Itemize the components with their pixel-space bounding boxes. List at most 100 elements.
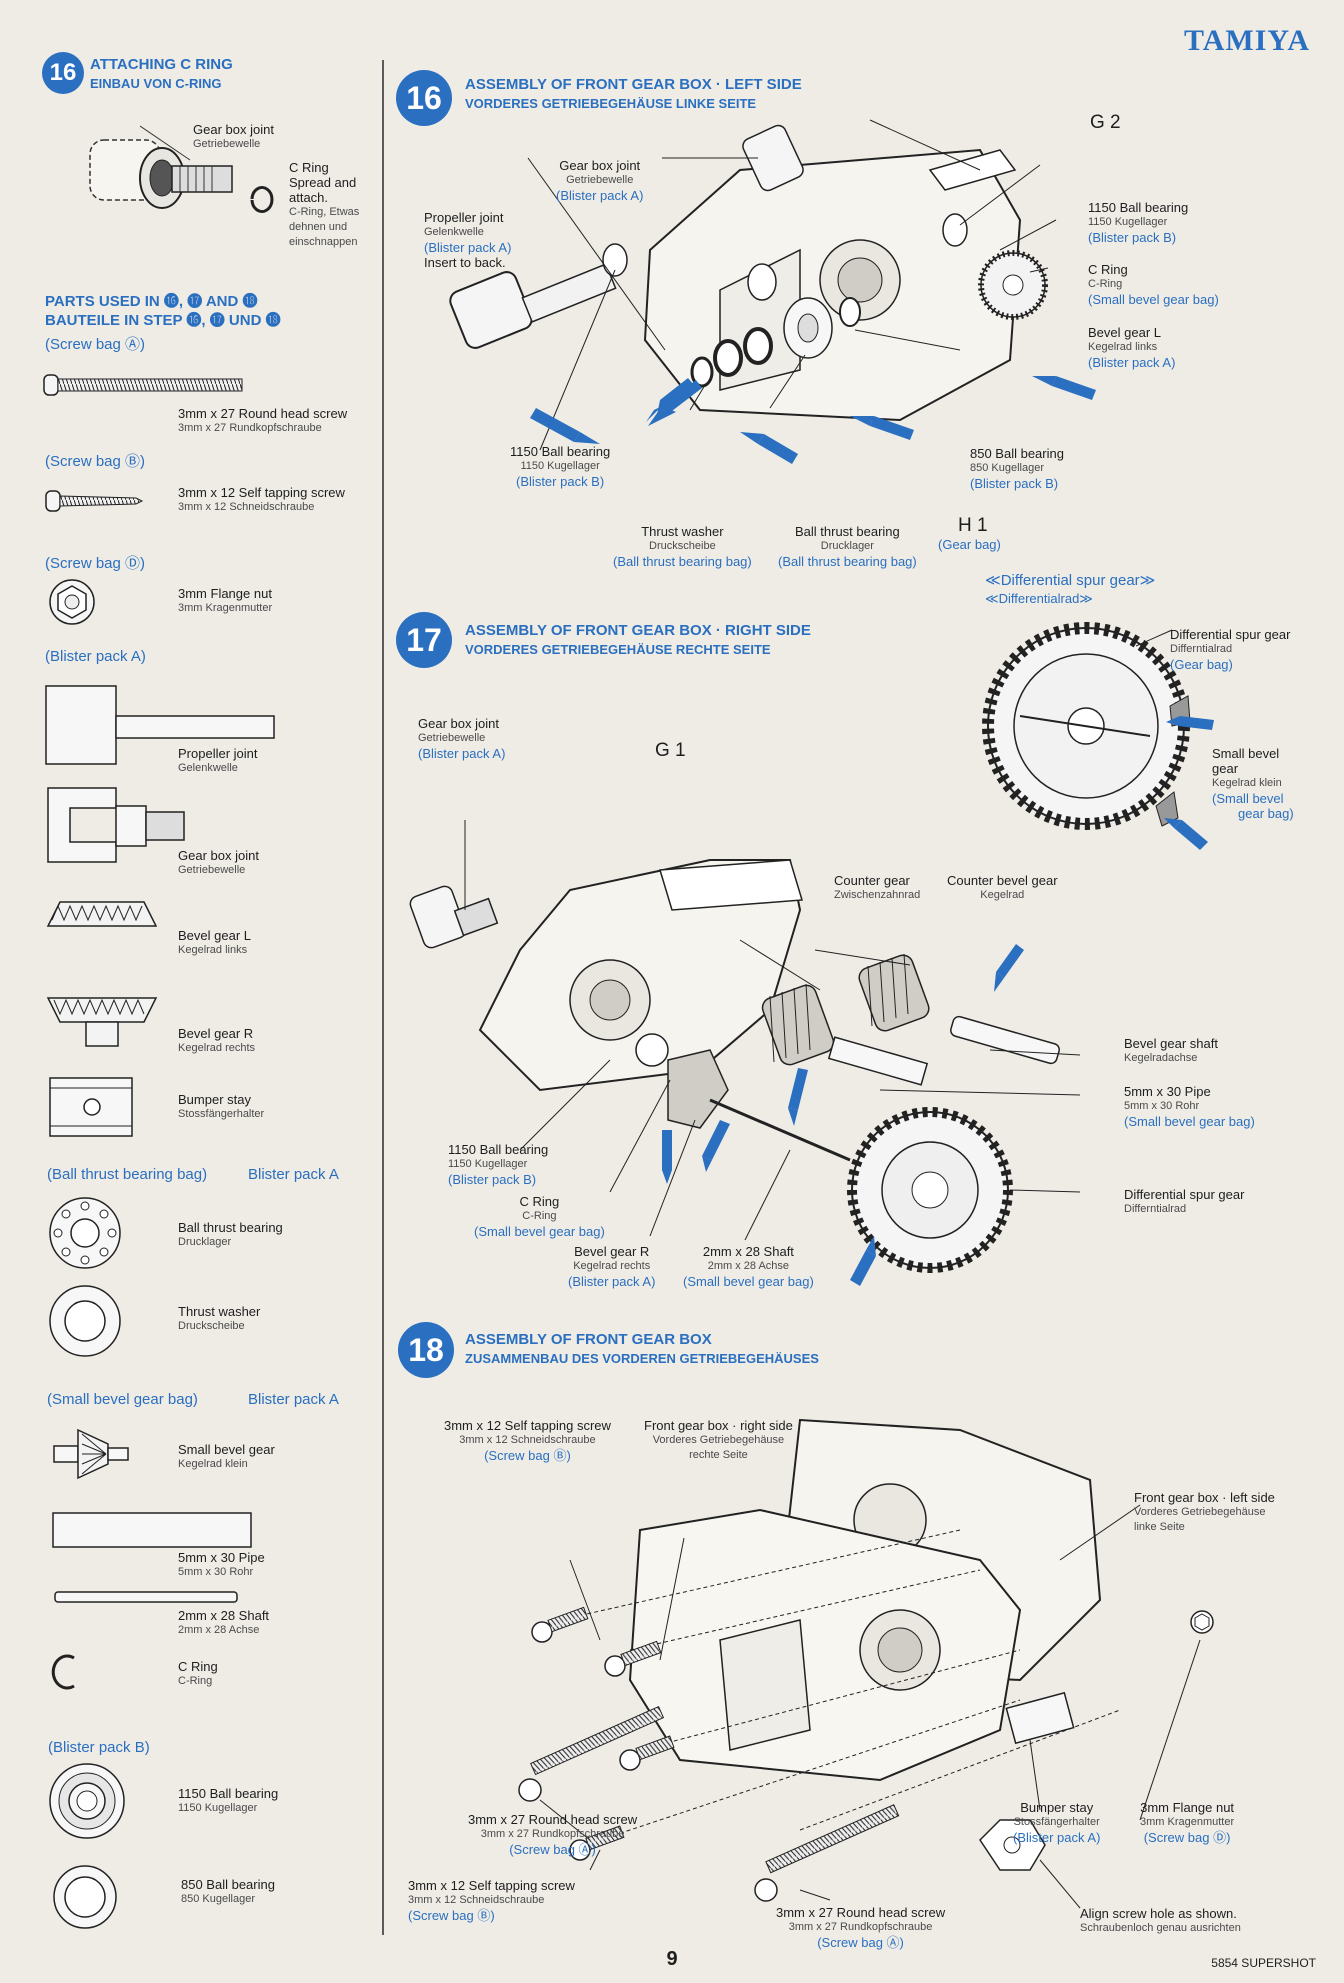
part-0-en: 3mm x 27 Round head screw xyxy=(178,406,348,421)
part-1-de: 3mm x 12 Schneidschraube xyxy=(178,501,315,513)
step-16-illustration xyxy=(449,119,1096,464)
s16-tw-bag: (Ball thrust bearing bag) xyxy=(613,554,752,569)
step-17-title: ASSEMBLY OF FRONT GEAR BOX · RIGHT SIDE … xyxy=(465,621,811,659)
bag-screw-a: (Screw bag Ⓐ) xyxy=(45,336,146,353)
s16-btb-label: Ball thrust bearing Drucklager (Ball thr… xyxy=(778,524,917,569)
s16-bevel-l-en: Bevel gear L xyxy=(1088,325,1161,340)
s17-dsg-de: Differntialrad xyxy=(1124,1203,1187,1215)
s16-tw-de: Druckscheibe xyxy=(649,540,716,552)
s17-bevel-r-de: Kegelrad rechts xyxy=(573,1260,651,1272)
s16-tw-en: Thrust washer xyxy=(641,524,724,539)
part-4-en: Gear box joint xyxy=(178,848,259,863)
s17-counter-bevel-label: Counter bevel gear Kegelrad xyxy=(947,873,1058,903)
shaft-icon xyxy=(54,1591,238,1603)
s17-cring-de: C-Ring xyxy=(522,1210,557,1222)
s16-pj-en: Propeller joint xyxy=(424,210,504,225)
step-18-title-de: ZUSAMMENBAU DES VORDEREN GETRIEBEGEHÄUSE… xyxy=(465,1351,819,1366)
part-0-de: 3mm x 27 Rundkopfschraube xyxy=(178,422,322,434)
s16-btb-en: Ball thrust bearing xyxy=(794,524,900,539)
c-ring-note-de1: C-Ring, Etwas xyxy=(289,206,360,218)
s18-sts2-label: 3mm x 12 Self tapping screw 3mm x 12 Sch… xyxy=(408,1878,575,1923)
s16-bevel-l-bag: (Blister pack A) xyxy=(1088,355,1176,370)
h1-bag: (Gear bag) xyxy=(938,537,1001,552)
g2-label: G 2 xyxy=(1090,112,1121,133)
step-16-title-en: ASSEMBLY OF FRONT GEAR BOX · LEFT SIDE xyxy=(465,76,802,93)
screw-icons xyxy=(518,1606,900,1902)
part-14-en: 1150 Ball bearing xyxy=(178,1786,279,1801)
s17-bevel-r-label: Bevel gear R Kegelrad rechts (Blister pa… xyxy=(568,1244,655,1289)
s18-rhs2-en: 3mm x 27 Round head screw xyxy=(776,1905,946,1920)
bag-ball-thrust: (Ball thrust bearing bag) xyxy=(47,1166,208,1183)
s18-align-label: Align screw hole as shown. Schraubenloch… xyxy=(1080,1906,1241,1936)
brand-logo: TAMIYA xyxy=(1183,24,1310,57)
part-10-de: Kegelrad klein xyxy=(178,1458,248,1470)
s17-counter-de: Zwischenzahnrad xyxy=(834,889,921,901)
part-flange-nut: 3mm Flange nut 3mm Kragenmutter xyxy=(178,586,272,616)
s17-counter-en: Counter gear xyxy=(834,873,910,888)
s17-shaft-en: Bevel gear shaft xyxy=(1124,1036,1218,1051)
s17-bevel-r-en: Bevel gear R xyxy=(574,1244,650,1259)
c-ring-note-en1: C Ring xyxy=(289,160,329,175)
s17-shaft-de: Kegelradachse xyxy=(1124,1052,1198,1064)
s18-fgr-de2: rechte Seite xyxy=(689,1449,748,1461)
s18-sts1-en: 3mm x 12 Self tapping screw xyxy=(444,1418,611,1433)
part-7-de: Stossfängerhalter xyxy=(178,1108,265,1120)
c-ring-gbj-en: Gear box joint xyxy=(193,122,274,137)
s16-gbj-en: Gear box joint xyxy=(559,158,641,173)
s18-sts2-de: 3mm x 12 Schneidschraube xyxy=(408,1894,545,1906)
h1-label: H 1 xyxy=(958,515,988,536)
part-gear-box-joint: Gear box joint Getriebewelle xyxy=(178,848,259,878)
s18-rhs2-bag: (Screw bag Ⓐ) xyxy=(817,1935,904,1950)
propeller-joint-icon xyxy=(45,685,275,765)
parts-header-de: BAUTEILE IN STEP ⓰, ⓱ UND ⓲ xyxy=(45,312,281,329)
s17-bb-label: 1150 Ball bearing 1150 Kugellager (Blist… xyxy=(448,1142,548,1187)
thrust-washer-icon xyxy=(49,1285,121,1357)
step-17-badge: 17 xyxy=(396,612,452,668)
s17-gbj-label: Gear box joint Getriebewelle (Blister pa… xyxy=(418,716,505,761)
s18-rhs2-de: 3mm x 27 Rundkopfschraube xyxy=(788,1921,933,1933)
s16-gbj-de: Getriebewelle xyxy=(566,174,634,186)
s17-gbj-bag: (Blister pack A) xyxy=(418,746,506,761)
s17-cring-bag: (Small bevel gear bag) xyxy=(474,1224,605,1239)
s16-bevel-l-label: Bevel gear L Kegelrad links (Blister pac… xyxy=(1088,325,1175,370)
step-17-title-de: VORDERES GETRIEBEGEHÄUSE RECHTE SEITE xyxy=(465,642,771,657)
diff-sbg-bag2: gear bag) xyxy=(1238,806,1294,821)
s16-bb1150b-de: 1150 Kugellager xyxy=(520,460,600,472)
s17-shaft2-bag: (Small bevel gear bag) xyxy=(683,1274,814,1289)
ball-bearing-850-icon xyxy=(53,1865,117,1929)
part-3-de: Gelenkwelle xyxy=(178,762,238,774)
part-11-de: 5mm x 30 Rohr xyxy=(178,1566,254,1578)
part-ball-thrust-bearing: Ball thrust bearing Drucklager xyxy=(178,1220,283,1250)
bag-blister-b: (Blister pack B) xyxy=(48,1739,150,1756)
s16-tw-label: Thrust washer Druckscheibe (Ball thrust … xyxy=(613,524,752,569)
round-head-screw-icon xyxy=(43,374,243,396)
s16-bb850-en: 850 Ball bearing xyxy=(970,446,1064,461)
part-9-en: Thrust washer xyxy=(178,1304,261,1319)
part-10-en: Small bevel gear xyxy=(178,1442,275,1457)
s16-pj-label: Propeller joint Gelenkwelle (Blister pac… xyxy=(424,210,511,270)
s16-bb1150b-bag: (Blister pack B) xyxy=(516,474,605,489)
c-ring-note: C Ring Spread and attach. C-Ring, Etwas … xyxy=(289,160,359,250)
diff-dsg-de: Differntialrad xyxy=(1170,643,1233,655)
s17-counter-bevel-en: Counter bevel gear xyxy=(947,873,1058,888)
s17-shaft-label: Bevel gear shaft Kegelradachse xyxy=(1124,1036,1218,1066)
part-1-en: 3mm x 12 Self tapping screw xyxy=(178,485,345,500)
part-small-bevel-gear: Small bevel gear Kegelrad klein xyxy=(178,1442,275,1472)
s16-bb1150a-de: 1150 Kugellager xyxy=(1088,216,1168,228)
s18-bumper-en: Bumper stay xyxy=(1020,1800,1094,1815)
bag-screw-d: (Screw bag Ⓓ) xyxy=(45,555,146,572)
step-16c-title-de: EINBAU VON C-RING xyxy=(90,76,222,91)
step-17-illustration xyxy=(409,820,1081,1286)
s16-pj-de: Gelenkwelle xyxy=(424,226,484,238)
s18-nut-en: 3mm Flange nut xyxy=(1140,1800,1235,1815)
s16-btb-bag: (Ball thrust bearing bag) xyxy=(778,554,917,569)
diff-inset-title: ≪Differential spur gear≫ ≪Differentialra… xyxy=(985,572,1155,608)
bag-blister-a: (Blister pack A) xyxy=(45,648,146,665)
part-thrust-washer: Thrust washer Druckscheibe xyxy=(178,1304,260,1334)
s16-bb1150b-label: 1150 Ball bearing 1150 Kugellager (Blist… xyxy=(510,444,610,489)
s18-sts1-de: 3mm x 12 Schneidschraube xyxy=(459,1434,596,1446)
page-number: 9 xyxy=(666,1948,678,1970)
ball-thrust-bearing-icon xyxy=(49,1197,121,1269)
part-c-ring: C Ring C-Ring xyxy=(178,1659,218,1689)
diff-dsg-bag: (Gear bag) xyxy=(1170,657,1233,672)
